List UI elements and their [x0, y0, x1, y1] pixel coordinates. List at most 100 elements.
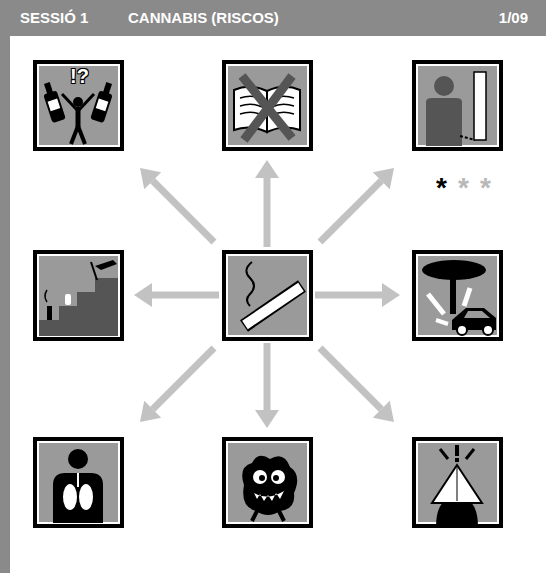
hat-icon-box: [412, 437, 503, 528]
session-label: SESSIÓ 1: [20, 9, 88, 26]
drawing-part: [39, 256, 118, 335]
drawing-part: [244, 286, 302, 326]
drawing-part: [79, 484, 93, 510]
drawing-part: [382, 283, 400, 307]
drawing-part: [440, 449, 448, 459]
drawing-part: [68, 449, 88, 469]
rating-star: *: [436, 172, 447, 204]
drawing-part: [278, 509, 284, 521]
drawing-part: [37, 64, 120, 147]
drawing-part: [455, 445, 459, 456]
drawing-part: [222, 60, 313, 151]
drawing-part: [65, 294, 71, 305]
stairs-icon-box: [33, 250, 124, 341]
drawing-part: [255, 160, 279, 178]
drawing-part: [252, 509, 258, 521]
drawing-part: [47, 306, 52, 320]
drawing-part: [418, 256, 497, 335]
drawing-part: [244, 76, 292, 140]
joint-icon-box: [222, 250, 313, 341]
drawing-part: [457, 325, 467, 335]
drawing-part: [33, 437, 124, 528]
drawing-part: [460, 136, 475, 140]
risk-arrow: [255, 160, 279, 247]
drawing-part: [226, 64, 309, 147]
drinks-icon-box: !?: [33, 60, 124, 151]
risk-arrow: [255, 343, 279, 428]
drawing-part: [412, 60, 503, 151]
page-frame: [0, 0, 10, 573]
drawing-part: [457, 467, 458, 501]
risk-arrow: [134, 283, 219, 307]
drawing-part: [228, 66, 307, 145]
drawing-part: [95, 260, 117, 270]
risk-arrow: [140, 168, 214, 242]
drawing-part: [373, 401, 394, 422]
risk-arrow: [320, 348, 394, 422]
drawing-part: [44, 82, 53, 95]
drawing-part: [40, 81, 66, 123]
drawing-part: [78, 126, 85, 144]
drawing-part: [455, 458, 459, 462]
drawing-part: [33, 250, 124, 341]
book-icon-box: [222, 60, 313, 151]
drawing-part: [91, 262, 97, 280]
drawing-part: [271, 470, 285, 484]
drawing-part: [77, 473, 79, 487]
drawing-part: [259, 475, 265, 481]
drawing-part: [416, 64, 499, 147]
drawing-part: [416, 254, 499, 337]
drawing-part: [320, 348, 381, 409]
drawing-part: [39, 66, 118, 145]
drawing-part: [245, 287, 301, 325]
drawing-part: [255, 410, 279, 428]
topic-title: CANNABIS (RISCOS): [128, 9, 279, 26]
drawing-part: [253, 470, 267, 484]
drawing-part: [434, 76, 454, 96]
drawing-part: [428, 294, 444, 314]
drawing-part: [48, 99, 61, 112]
drawing-part: [242, 456, 297, 515]
drawing-part: [466, 449, 474, 459]
drawing-part: [140, 168, 161, 189]
monster-icon-box: [222, 437, 313, 528]
drawing-part: [254, 491, 284, 501]
drawing-part: [474, 72, 486, 140]
drawing-part: [373, 168, 394, 189]
risk-arrow: [140, 348, 214, 422]
lungs-icon-box: [33, 437, 124, 528]
drawing-part: [426, 98, 462, 146]
drawing-part: [37, 254, 120, 337]
drawing-part: [450, 272, 456, 314]
drawing-part: [315, 292, 382, 299]
drawing-part: [39, 443, 118, 522]
drawing-part: [53, 473, 103, 523]
drawing-part: [222, 437, 313, 528]
drawing-part: [226, 254, 309, 337]
drawing-part: [412, 250, 503, 341]
drawing-part: [246, 262, 254, 306]
drawing-part: [153, 181, 214, 242]
drawing-part: [152, 292, 219, 299]
exclamation-question: !?: [70, 65, 89, 88]
drawing-part: [90, 90, 113, 123]
drawing-part: [63, 484, 77, 510]
drawing-part: [464, 288, 470, 306]
drawing-part: [103, 82, 112, 95]
drawing-part: [228, 443, 307, 522]
drawing-part: [78, 94, 94, 111]
drawing-part: [90, 81, 116, 123]
dependence-icon-box: [412, 60, 503, 151]
risk-arrow: [320, 168, 394, 242]
drawing-part: [62, 94, 78, 111]
drawing-part: [264, 343, 271, 410]
drawing-part: [436, 320, 448, 324]
rating-star: *: [458, 172, 469, 204]
drawing-part: [432, 465, 482, 503]
drawing-part: [226, 441, 309, 524]
drawing-part: [320, 181, 381, 242]
drawing-part: [412, 437, 503, 528]
page-number: 1/09: [499, 9, 528, 26]
drawing-part: [45, 290, 47, 302]
